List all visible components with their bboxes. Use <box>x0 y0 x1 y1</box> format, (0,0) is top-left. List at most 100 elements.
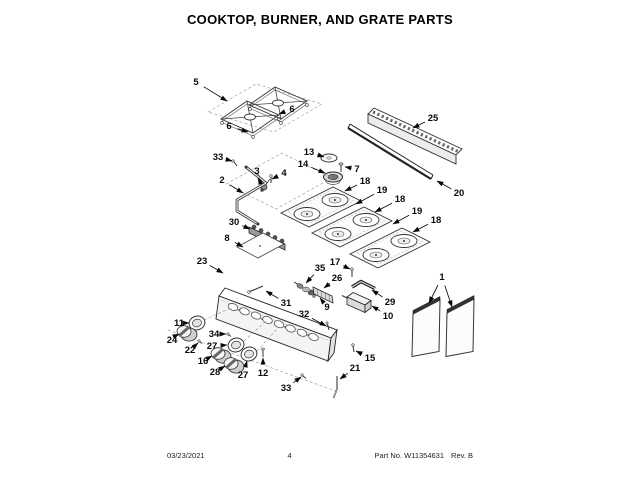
grate-assembly <box>207 83 323 139</box>
callout-leader-17 <box>343 263 351 270</box>
spark-module <box>341 292 372 314</box>
callout-label-10: 10 <box>383 311 394 322</box>
callout-leader-14 <box>311 167 326 174</box>
footer-page-number: 4 <box>287 451 292 460</box>
callout-leader-2 <box>229 184 244 194</box>
knob-24 <box>176 325 198 342</box>
callout-label-24: 24 <box>167 335 178 346</box>
pin-21 <box>332 376 338 399</box>
callout-leader-19 <box>355 193 375 205</box>
callout-label-18: 18 <box>395 194 406 205</box>
callout-label-9: 9 <box>324 302 329 313</box>
callout-label-12: 12 <box>258 368 269 379</box>
callout-leader-29 <box>371 289 383 298</box>
burner-head <box>323 171 343 185</box>
callout-label-2: 2 <box>219 175 224 186</box>
callout-leader-30 <box>242 224 251 230</box>
callout-label-8: 8 <box>224 233 229 244</box>
callout-label-18: 18 <box>360 176 371 187</box>
burner-cap <box>320 153 338 163</box>
callout-label-15: 15 <box>365 353 376 364</box>
callout-leader-9 <box>319 297 326 305</box>
callout-leader-7 <box>344 165 352 171</box>
callout-label-20: 20 <box>454 188 465 199</box>
callout-leader-10 <box>371 305 381 312</box>
callout-leader-32 <box>311 317 327 327</box>
callout-leader-26 <box>323 282 331 289</box>
callout-label-11: 11 <box>174 318 185 329</box>
callout-leader-18 <box>374 202 393 213</box>
callout-leader-6 <box>237 127 249 133</box>
callout-label-23: 23 <box>197 256 208 267</box>
side-panel-right <box>445 295 475 358</box>
callout-label-33: 33 <box>281 383 292 394</box>
gas-tube <box>235 165 268 226</box>
footer-part-info: Part No. W11354631 Rev. B <box>375 451 473 460</box>
rail-trim <box>347 123 434 180</box>
callout-label-16: 16 <box>198 356 209 367</box>
callout-leader-3 <box>258 177 264 185</box>
callout-label-3: 3 <box>254 166 259 177</box>
side-panel-left <box>411 296 441 358</box>
knob-bezel-27a <box>227 337 245 353</box>
page-title: COOKTOP, BURNER, AND GRATE PARTS <box>186 12 453 27</box>
callout-leader-27 <box>242 360 248 368</box>
callout-leader-35 <box>305 274 315 284</box>
callout-label-21: 21 <box>350 363 361 374</box>
callout-leader-19 <box>392 214 410 225</box>
control-panel <box>215 285 338 363</box>
callout-leader-13 <box>317 152 325 158</box>
callout-label-22: 22 <box>185 345 196 356</box>
callout-label-4: 4 <box>281 168 287 179</box>
callout-leader-23 <box>209 265 224 274</box>
callout-label-1: 1 <box>439 272 445 283</box>
footer-revision: Rev. B <box>451 451 473 460</box>
callout-label-34: 34 <box>209 329 220 340</box>
vent-trim <box>367 107 463 165</box>
footer-date: 03/23/2021 <box>167 451 205 460</box>
callout-leader-33 <box>225 156 233 162</box>
callout-label-14: 14 <box>298 159 309 170</box>
callout-leader-18 <box>344 184 358 192</box>
callout-leader-4 <box>271 173 279 180</box>
screw-15 <box>351 343 355 353</box>
callout-label-19: 19 <box>377 185 388 196</box>
burner-module-3 <box>348 227 432 269</box>
callout-label-13: 13 <box>304 147 315 158</box>
callout-leader-5 <box>203 86 228 102</box>
knob-bezel-11 <box>188 315 206 331</box>
callout-leader-28 <box>218 365 226 372</box>
screw-34 <box>226 332 232 337</box>
screw-31 <box>247 285 264 294</box>
screw-17 <box>350 267 354 277</box>
callout-leader-15 <box>355 350 363 357</box>
bracket-plate <box>236 232 285 259</box>
knob-bezel-27b <box>240 346 258 362</box>
callout-leader-16 <box>205 355 213 362</box>
callout-leader-22 <box>191 342 199 350</box>
callout-label-32: 32 <box>299 309 310 320</box>
callout-leader-6 <box>278 109 286 115</box>
callout-label-26: 26 <box>332 273 343 284</box>
callout-label-27: 27 <box>238 370 249 381</box>
screw-22 <box>197 339 203 344</box>
callout-label-6: 6 <box>289 104 294 115</box>
callout-leader-1 <box>428 284 439 304</box>
callout-label-33: 33 <box>213 152 224 163</box>
explode-axes <box>167 307 339 393</box>
callout-label-35: 35 <box>315 263 326 274</box>
callout-label-28: 28 <box>210 367 221 378</box>
callout-label-31: 31 <box>281 298 292 309</box>
burner-module-2 <box>310 206 394 248</box>
callout-leader-20 <box>436 180 452 190</box>
callout-label-6: 6 <box>226 121 231 132</box>
callout-leader-25 <box>412 121 426 129</box>
igniter-switch-stack <box>293 281 316 298</box>
callout-label-29: 29 <box>385 297 396 308</box>
callout-leader-31 <box>265 290 279 299</box>
callout-label-27: 27 <box>207 341 218 352</box>
callout-label-25: 25 <box>428 113 439 124</box>
